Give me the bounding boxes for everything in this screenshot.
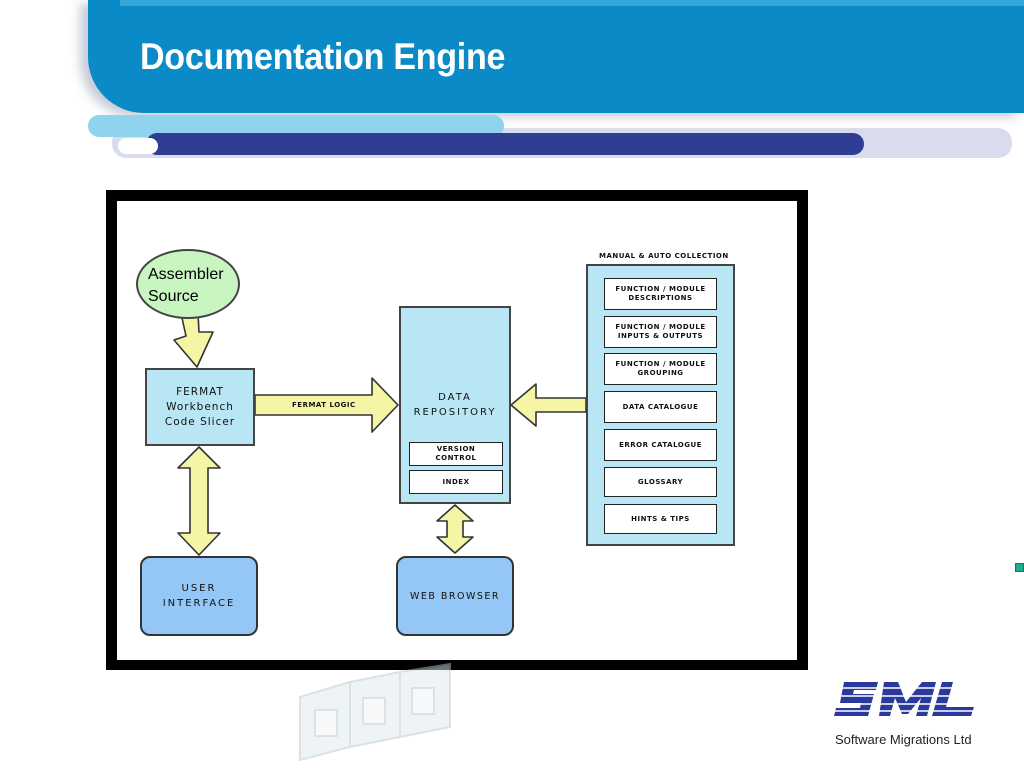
- collection-item-glossary: GLOSSARY: [604, 467, 717, 497]
- version-control-label: VERSION CONTROL: [435, 445, 477, 462]
- version-control-node: VERSION CONTROL: [409, 442, 503, 466]
- sml-logo-icon: [832, 682, 982, 716]
- decorative-bar-dark: [146, 133, 864, 155]
- fermat-workbench-label: FERMAT Workbench Code Slicer: [164, 385, 236, 428]
- watermark-blocks-icon: [299, 662, 451, 762]
- collection-item-label: FUNCTION / MODULE INPUTS & OUTPUTS: [615, 323, 706, 340]
- web-browser-label: WEB BROWSER: [409, 590, 501, 602]
- arrow-assembler-to-fermat: [173, 313, 214, 368]
- collection-item-label: FUNCTION / MODULE GROUPING: [615, 360, 706, 377]
- arrow-repository-web-browser: [436, 504, 474, 554]
- slide-marker: [1015, 563, 1024, 572]
- collection-item-label: HINTS & TIPS: [631, 514, 690, 523]
- company-name: Software Migrations Ltd: [835, 732, 972, 747]
- collection-item-label: GLOSSARY: [637, 477, 684, 486]
- collection-item-label: FUNCTION / MODULE DESCRIPTIONS: [615, 285, 706, 302]
- arrow-collection-to-repository: [510, 383, 587, 427]
- page-title: Documentation Engine: [140, 36, 506, 77]
- collection-item-hints-tips: HINTS & TIPS: [604, 504, 717, 534]
- assembler-source-label: Assembler Source: [148, 266, 224, 305]
- collection-item-label: DATA CATALOGUE: [622, 402, 699, 411]
- user-interface-node: USER INTERFACE: [140, 556, 258, 636]
- decorative-bar-light: [88, 115, 504, 137]
- web-browser-node: WEB BROWSER: [396, 556, 514, 636]
- header-band: [88, 0, 1024, 113]
- collection-item-function-grouping: FUNCTION / MODULE GROUPING: [604, 353, 717, 385]
- index-label: INDEX: [442, 477, 470, 486]
- collection-title: MANUAL & AUTO COLLECTION: [599, 252, 729, 260]
- user-interface-label: USER INTERFACE: [162, 583, 236, 609]
- decorative-bar-white: [118, 138, 158, 154]
- company-logo: [832, 676, 982, 720]
- header-highlight: [120, 0, 1024, 6]
- data-repository-label: DATA REPOSITORY: [413, 392, 497, 418]
- arrow-fermat-logic: [254, 377, 399, 433]
- collection-item-function-inputs-outputs: FUNCTION / MODULE INPUTS & OUTPUTS: [604, 316, 717, 348]
- fermat-logic-label: FERMAT LOGIC: [292, 401, 356, 409]
- collection-item-label: ERROR CATALOGUE: [619, 440, 702, 449]
- collection-item-data-catalogue: DATA CATALOGUE: [604, 391, 717, 423]
- index-node: INDEX: [409, 470, 503, 494]
- fermat-workbench-node: FERMAT Workbench Code Slicer: [145, 368, 255, 446]
- arrow-fermat-user-interface: [177, 446, 221, 556]
- collection-item-function-descriptions: FUNCTION / MODULE DESCRIPTIONS: [604, 278, 717, 310]
- assembler-source-node: [136, 249, 240, 319]
- collection-item-error-catalogue: ERROR CATALOGUE: [604, 429, 717, 461]
